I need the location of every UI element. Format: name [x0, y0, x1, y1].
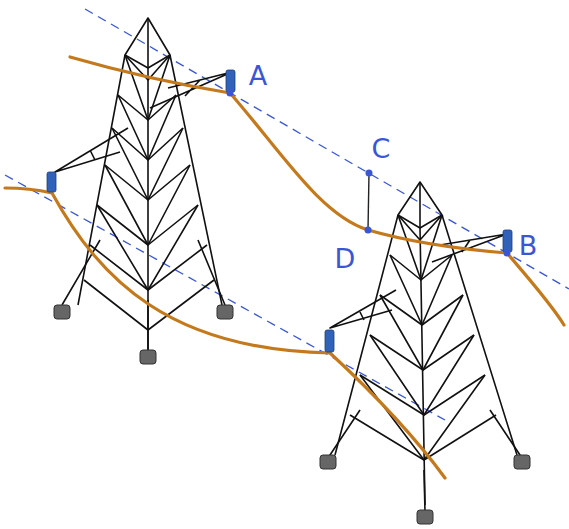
dashed-line [5, 175, 445, 420]
tower [55, 128, 128, 172]
tower [328, 410, 522, 512]
cable [70, 57, 230, 93]
tower [125, 18, 170, 68]
tower-foot [140, 350, 156, 364]
point-dot [366, 170, 373, 177]
point-dot [504, 250, 511, 257]
point-dot [227, 90, 234, 97]
cable [507, 253, 564, 325]
tower [360, 215, 485, 460]
tower [335, 215, 517, 505]
tower [62, 240, 225, 350]
cable [5, 57, 564, 478]
insulator [226, 70, 235, 92]
insulator [503, 230, 512, 252]
tower-foot [417, 510, 433, 524]
tower-foot [217, 305, 233, 319]
point-label: A [249, 62, 267, 89]
dashed-line [5, 9, 569, 420]
sag-segment [368, 173, 369, 230]
point-dot [227, 90, 511, 257]
tower [350, 255, 496, 460]
tower [398, 182, 442, 228]
tower [330, 290, 396, 328]
tower-foot [320, 455, 530, 524]
point-label: B [519, 232, 538, 259]
tower [328, 182, 522, 512]
insulator [325, 330, 334, 352]
tower [419, 182, 421, 228]
tower [147, 18, 149, 68]
point-label: C [372, 135, 391, 162]
tower-foot [54, 305, 70, 319]
insulator [47, 172, 56, 192]
point-dot [365, 227, 372, 234]
tower [97, 55, 198, 290]
point-label: D [335, 245, 356, 272]
cable [230, 93, 507, 253]
dashed-line [85, 9, 569, 289]
tower-foot [320, 455, 336, 469]
tower-foot [514, 455, 530, 469]
insulator [47, 70, 512, 352]
cable [5, 188, 445, 478]
tower-foot [54, 305, 233, 364]
